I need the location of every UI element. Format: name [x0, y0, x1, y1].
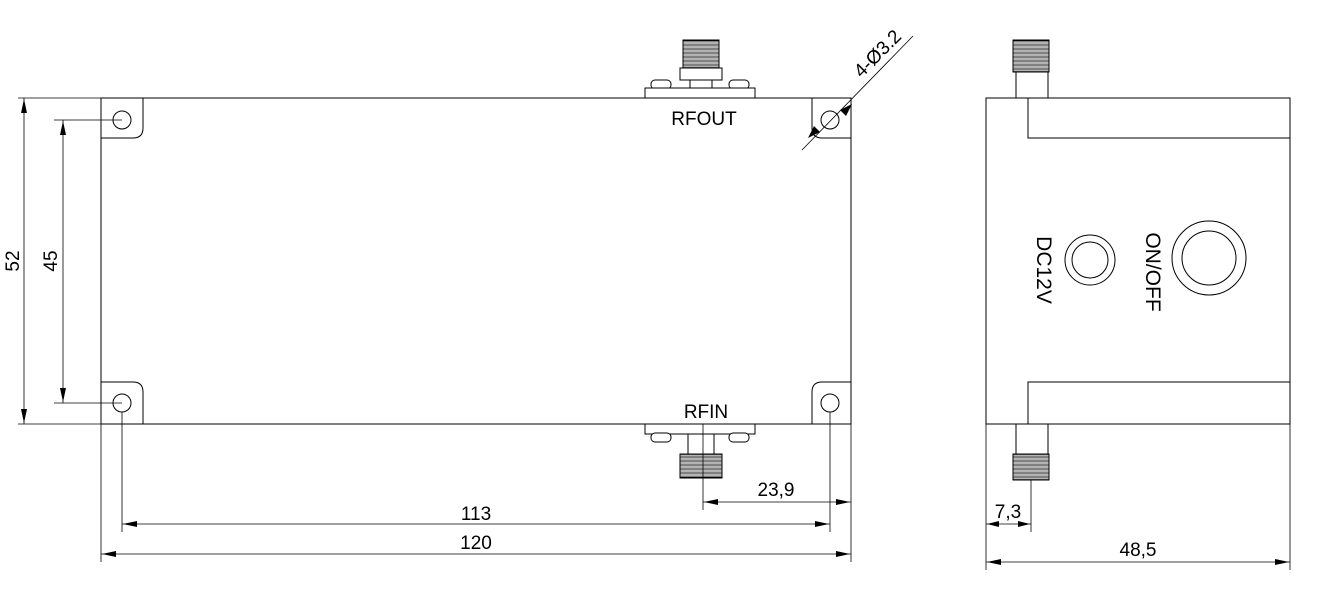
dim-113-text: 113	[461, 504, 491, 525]
side-dimension-connector-offset: 7,3	[985, 424, 1032, 570]
side-body	[985, 97, 1291, 425]
hole-callout: 4-Ø3.2	[801, 26, 914, 151]
mounting-hole-bottom-right	[811, 381, 851, 425]
dc12v-label: DC12V	[1032, 236, 1055, 304]
hole-callout-text: 4-Ø3.2	[850, 26, 906, 82]
dimension-width-outer: 120	[100, 424, 851, 562]
dimension-height-holes: 45	[41, 119, 122, 404]
enclosure-body	[100, 97, 852, 425]
dimension-width-holes: 113	[121, 412, 831, 532]
dimension-height-outer: 52	[3, 97, 101, 425]
on-off-label: ON/OFF	[1141, 232, 1164, 311]
side-top-connector	[1012, 39, 1050, 99]
dimension-connector-offset: 23,9	[702, 424, 852, 562]
dim-23-9-text: 23,9	[758, 480, 795, 501]
power-switch	[1171, 220, 1247, 296]
rf-in-connector	[644, 423, 756, 479]
side-bottom-connector	[1012, 423, 1050, 481]
dim-52-text: 52	[3, 250, 24, 271]
dim-7-3-text: 7,3	[995, 502, 1021, 523]
mounting-hole-top-left	[101, 97, 144, 139]
dc-jack	[1064, 234, 1116, 286]
rf-in-label: RFIN	[684, 402, 728, 423]
front-view: RFOUT RFIN 4-Ø3.2 52 45	[3, 26, 914, 562]
side-dimension-depth: 48,5	[986, 424, 1291, 570]
dim-120-text: 120	[460, 533, 492, 554]
rf-out-label: RFOUT	[671, 109, 737, 130]
dim-48-5-text: 48,5	[1120, 540, 1157, 561]
side-view: DC12V ON/OFF 7,3 48,5	[985, 39, 1291, 570]
rf-out-connector	[644, 39, 756, 99]
dim-45-text: 45	[41, 250, 62, 271]
